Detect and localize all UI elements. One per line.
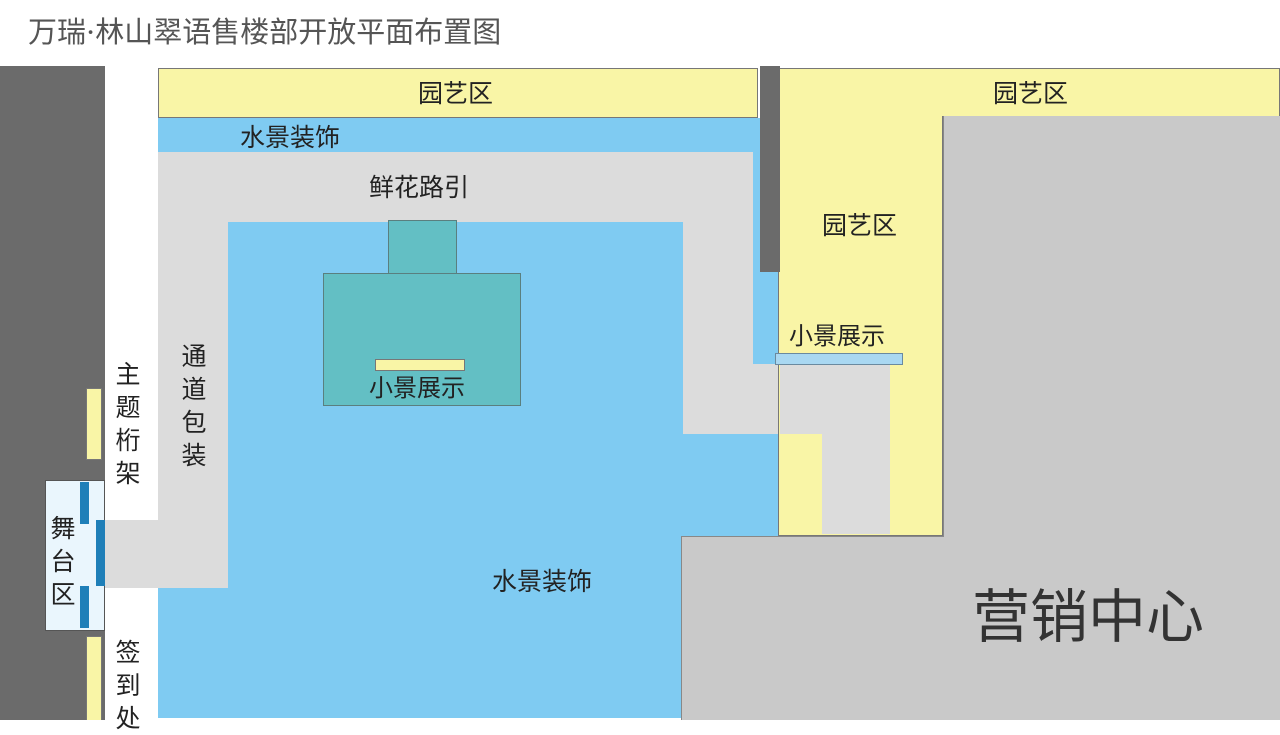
- garden-top-left-label: 园艺区: [418, 79, 494, 108]
- path-in-garden: [780, 364, 890, 434]
- stage-accent-top: [80, 482, 89, 524]
- theme-truss: [86, 388, 102, 460]
- sales-center-joiner: [944, 530, 1280, 542]
- sales-center-label: 营销中心: [972, 583, 1205, 651]
- theme-truss-label: 主题桁架: [115, 360, 141, 488]
- page-title: 万瑞·林山翠语售楼部开放平面布置图: [28, 15, 502, 49]
- divider-post: [760, 66, 780, 272]
- water-top-label: 水景装饰: [240, 123, 341, 152]
- display-box: [323, 273, 521, 406]
- small-scene-right-label: 小景展示: [789, 322, 885, 350]
- checkin-label: 签到处: [115, 638, 141, 733]
- display-box-top: [388, 220, 457, 274]
- checkin-desk: [86, 636, 102, 720]
- garden-right-label: 园艺区: [822, 211, 898, 240]
- stage-area: [45, 480, 105, 631]
- path-entry: [105, 520, 228, 588]
- corridor-wrap-label: 通道包装: [181, 342, 207, 470]
- flowers-path-label: 鲜花路引: [369, 173, 470, 202]
- stage-area-label: 舞台区: [50, 514, 76, 609]
- garden-top-right-label: 园艺区: [993, 79, 1069, 108]
- water-bottom-label: 水景装饰: [492, 567, 593, 596]
- left-walkway: [105, 66, 158, 520]
- stage-accent-bottom: [80, 586, 89, 628]
- left-walkway-lower: [105, 588, 158, 720]
- small-scene-right-bar: [775, 353, 903, 365]
- path-left-vertical: [158, 152, 228, 588]
- sales-center-block-top: [943, 116, 1280, 538]
- path-top: [158, 152, 753, 222]
- small-scene-center-bar: [375, 359, 465, 371]
- sales-center-block: [681, 536, 1280, 720]
- garden-top-left: [158, 68, 758, 118]
- stage-accent-mid: [96, 520, 105, 586]
- small-scene-center-label: 小景展示: [369, 374, 465, 402]
- path-in-garden-down: [822, 430, 890, 534]
